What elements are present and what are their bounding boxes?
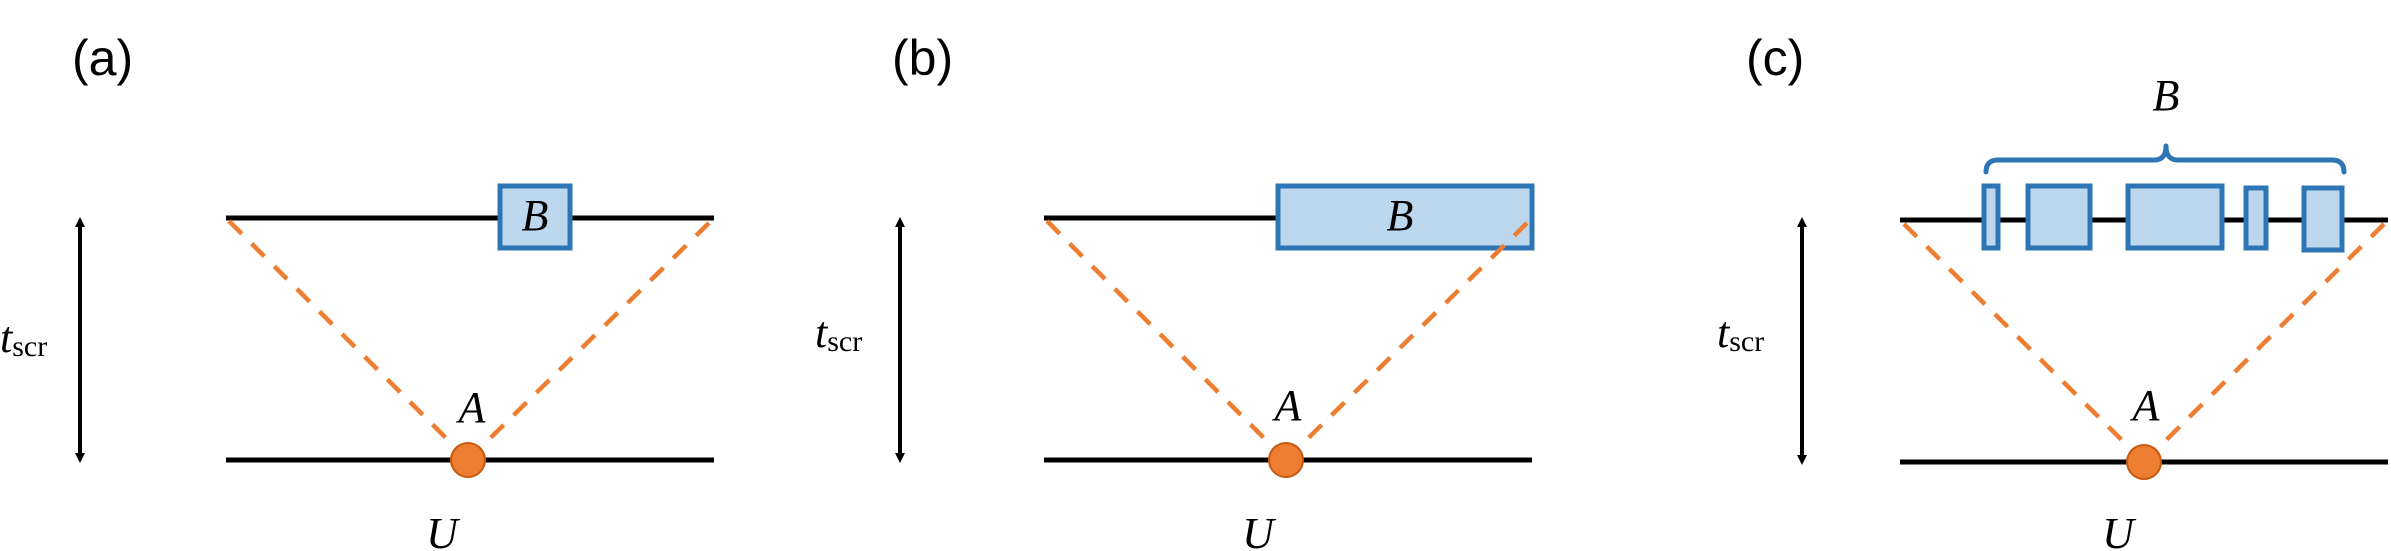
panel-c-region-b-part-1 — [1981, 183, 2001, 251]
panel-c: (c) tscr B A U — [1717, 30, 2388, 551]
panel-c-u-label: U — [2102, 509, 2137, 551]
panel-c-point-a — [2126, 444, 2162, 480]
panel-c-time-label: tscr — [1717, 308, 1764, 358]
panel-a-cone-right — [466, 218, 714, 462]
panel-a-u-label: U — [426, 509, 461, 551]
panel-b-cone-left — [1044, 218, 1288, 462]
panel-c-region-b-part-3 — [2125, 183, 2225, 251]
panel-c-a-label: A — [2130, 381, 2161, 430]
panel-b-time-label: tscr — [815, 308, 862, 358]
panel-c-label: (c) — [1746, 30, 1804, 86]
panel-a-label: (a) — [72, 30, 133, 86]
panel-a-cone-left — [226, 218, 470, 462]
panel-b-cone-right — [1284, 220, 1530, 462]
panel-b-point-a — [1268, 442, 1304, 478]
panel-a-region-b — [497, 183, 573, 251]
panel-a-point-a — [450, 442, 486, 478]
panel-b-region-b — [1275, 183, 1535, 251]
panel-c-region-b-part-2 — [2025, 183, 2093, 251]
panel-b-a-label: A — [1272, 381, 1303, 430]
panel-c-region-b-part-4 — [2243, 185, 2269, 251]
panel-b-b-label: B — [1387, 191, 1414, 240]
panel-b: (b) tscr B A U — [815, 30, 1535, 551]
panel-a-a-label: A — [456, 383, 487, 432]
panel-b-u-label: U — [1242, 509, 1277, 551]
panel-a: (a) tscr B A U — [0, 30, 714, 551]
panel-c-b-label: B — [2153, 71, 2180, 120]
panel-c-cone-right — [2142, 220, 2388, 464]
panel-b-label: (b) — [892, 30, 953, 86]
panel-a-time-label: tscr — [0, 313, 47, 363]
panel-c-region-b-part-5 — [2301, 185, 2345, 253]
panel-c-cone-left — [1900, 220, 2146, 464]
panel-c-brace — [1983, 143, 2347, 175]
panel-a-b-label: B — [522, 191, 549, 240]
